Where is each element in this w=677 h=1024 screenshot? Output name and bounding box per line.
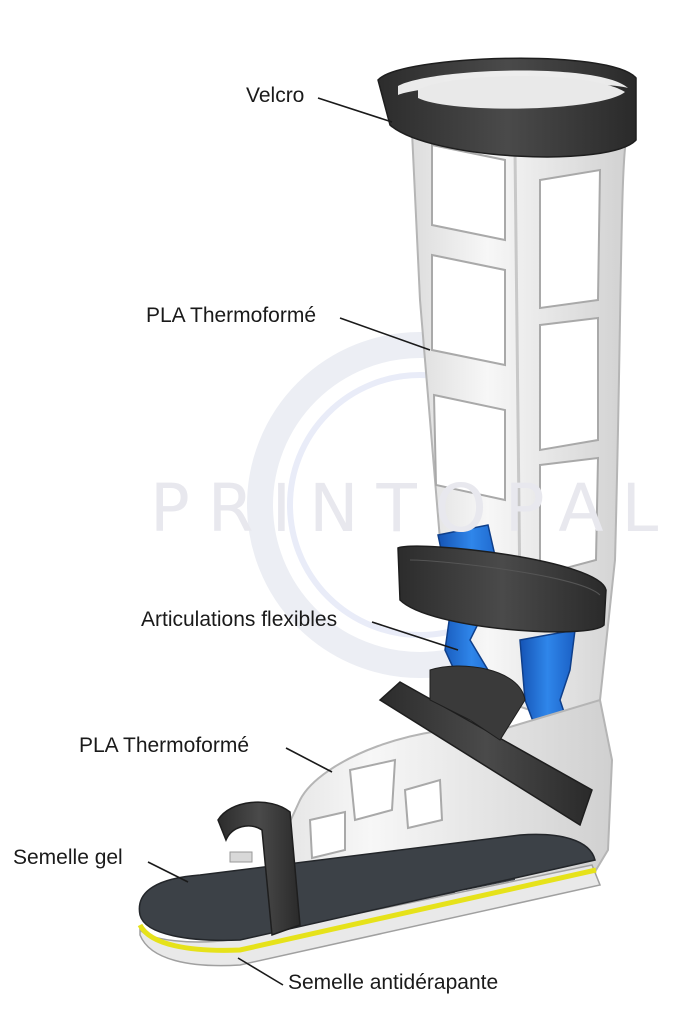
label-pla-thermoforme-top: PLA Thermoformé [146,304,317,327]
middle-velcro-strap [397,545,607,633]
leader-semelle-gel [147,861,189,883]
label-semelle-gel: Semelle gel [13,846,123,869]
leader-velcro [317,97,393,123]
leader-pla-bottom [285,747,333,773]
label-pla-thermoforme-bottom: PLA Thermoformé [79,734,250,757]
leader-pla-top [339,317,431,351]
toe-velcro-strap [217,801,301,937]
watermark-text: PRINTOPAL [150,470,677,547]
leader-semelle-antiderapante [237,957,284,986]
leader-articulations [371,621,459,651]
leader-lines [147,97,459,986]
label-articulations-flexibles: Articulations flexibles [141,608,338,631]
sole [137,833,602,967]
label-velcro: Velcro [246,84,305,107]
ankle-velcro-strap [378,665,593,827]
label-semelle-antiderapante: Semelle antidérapante [288,971,499,994]
top-velcro-strap [377,57,637,158]
